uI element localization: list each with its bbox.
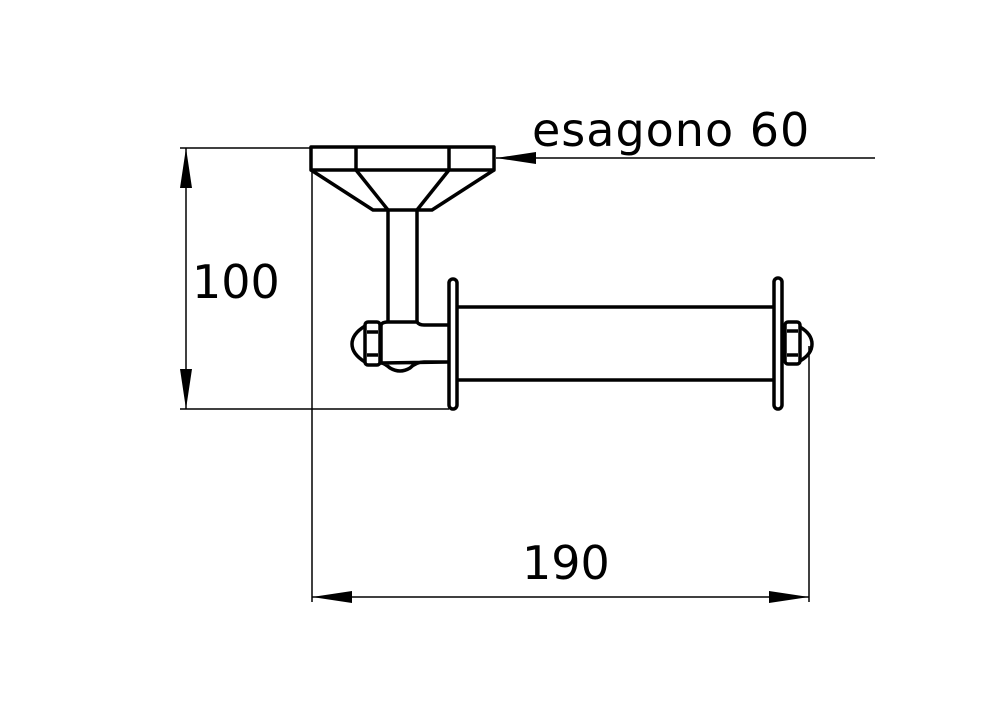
left-cap-nut [350, 320, 382, 367]
vertical-stem [386, 210, 419, 323]
width-dimension: 190 [311, 170, 810, 603]
leader-label: esagono 60 [532, 103, 810, 157]
width-dimension-label: 190 [522, 536, 610, 590]
leader-arrow-icon [496, 152, 536, 164]
hexagon-leader: esagono 60 [496, 103, 875, 164]
arrow-left-icon [312, 591, 352, 603]
right-cap-nut [783, 320, 814, 366]
height-dimension: 100 [180, 147, 449, 410]
arrow-right-icon [769, 591, 809, 603]
roller-tube [457, 305, 774, 382]
arrow-up-icon [180, 148, 192, 188]
right-flange [772, 276, 784, 411]
hexagonal-base-plate [309, 145, 496, 212]
left-flange [447, 277, 459, 411]
joint-knuckle [379, 320, 450, 373]
height-dimension-label: 100 [192, 255, 280, 309]
arrow-down-icon [180, 369, 192, 409]
